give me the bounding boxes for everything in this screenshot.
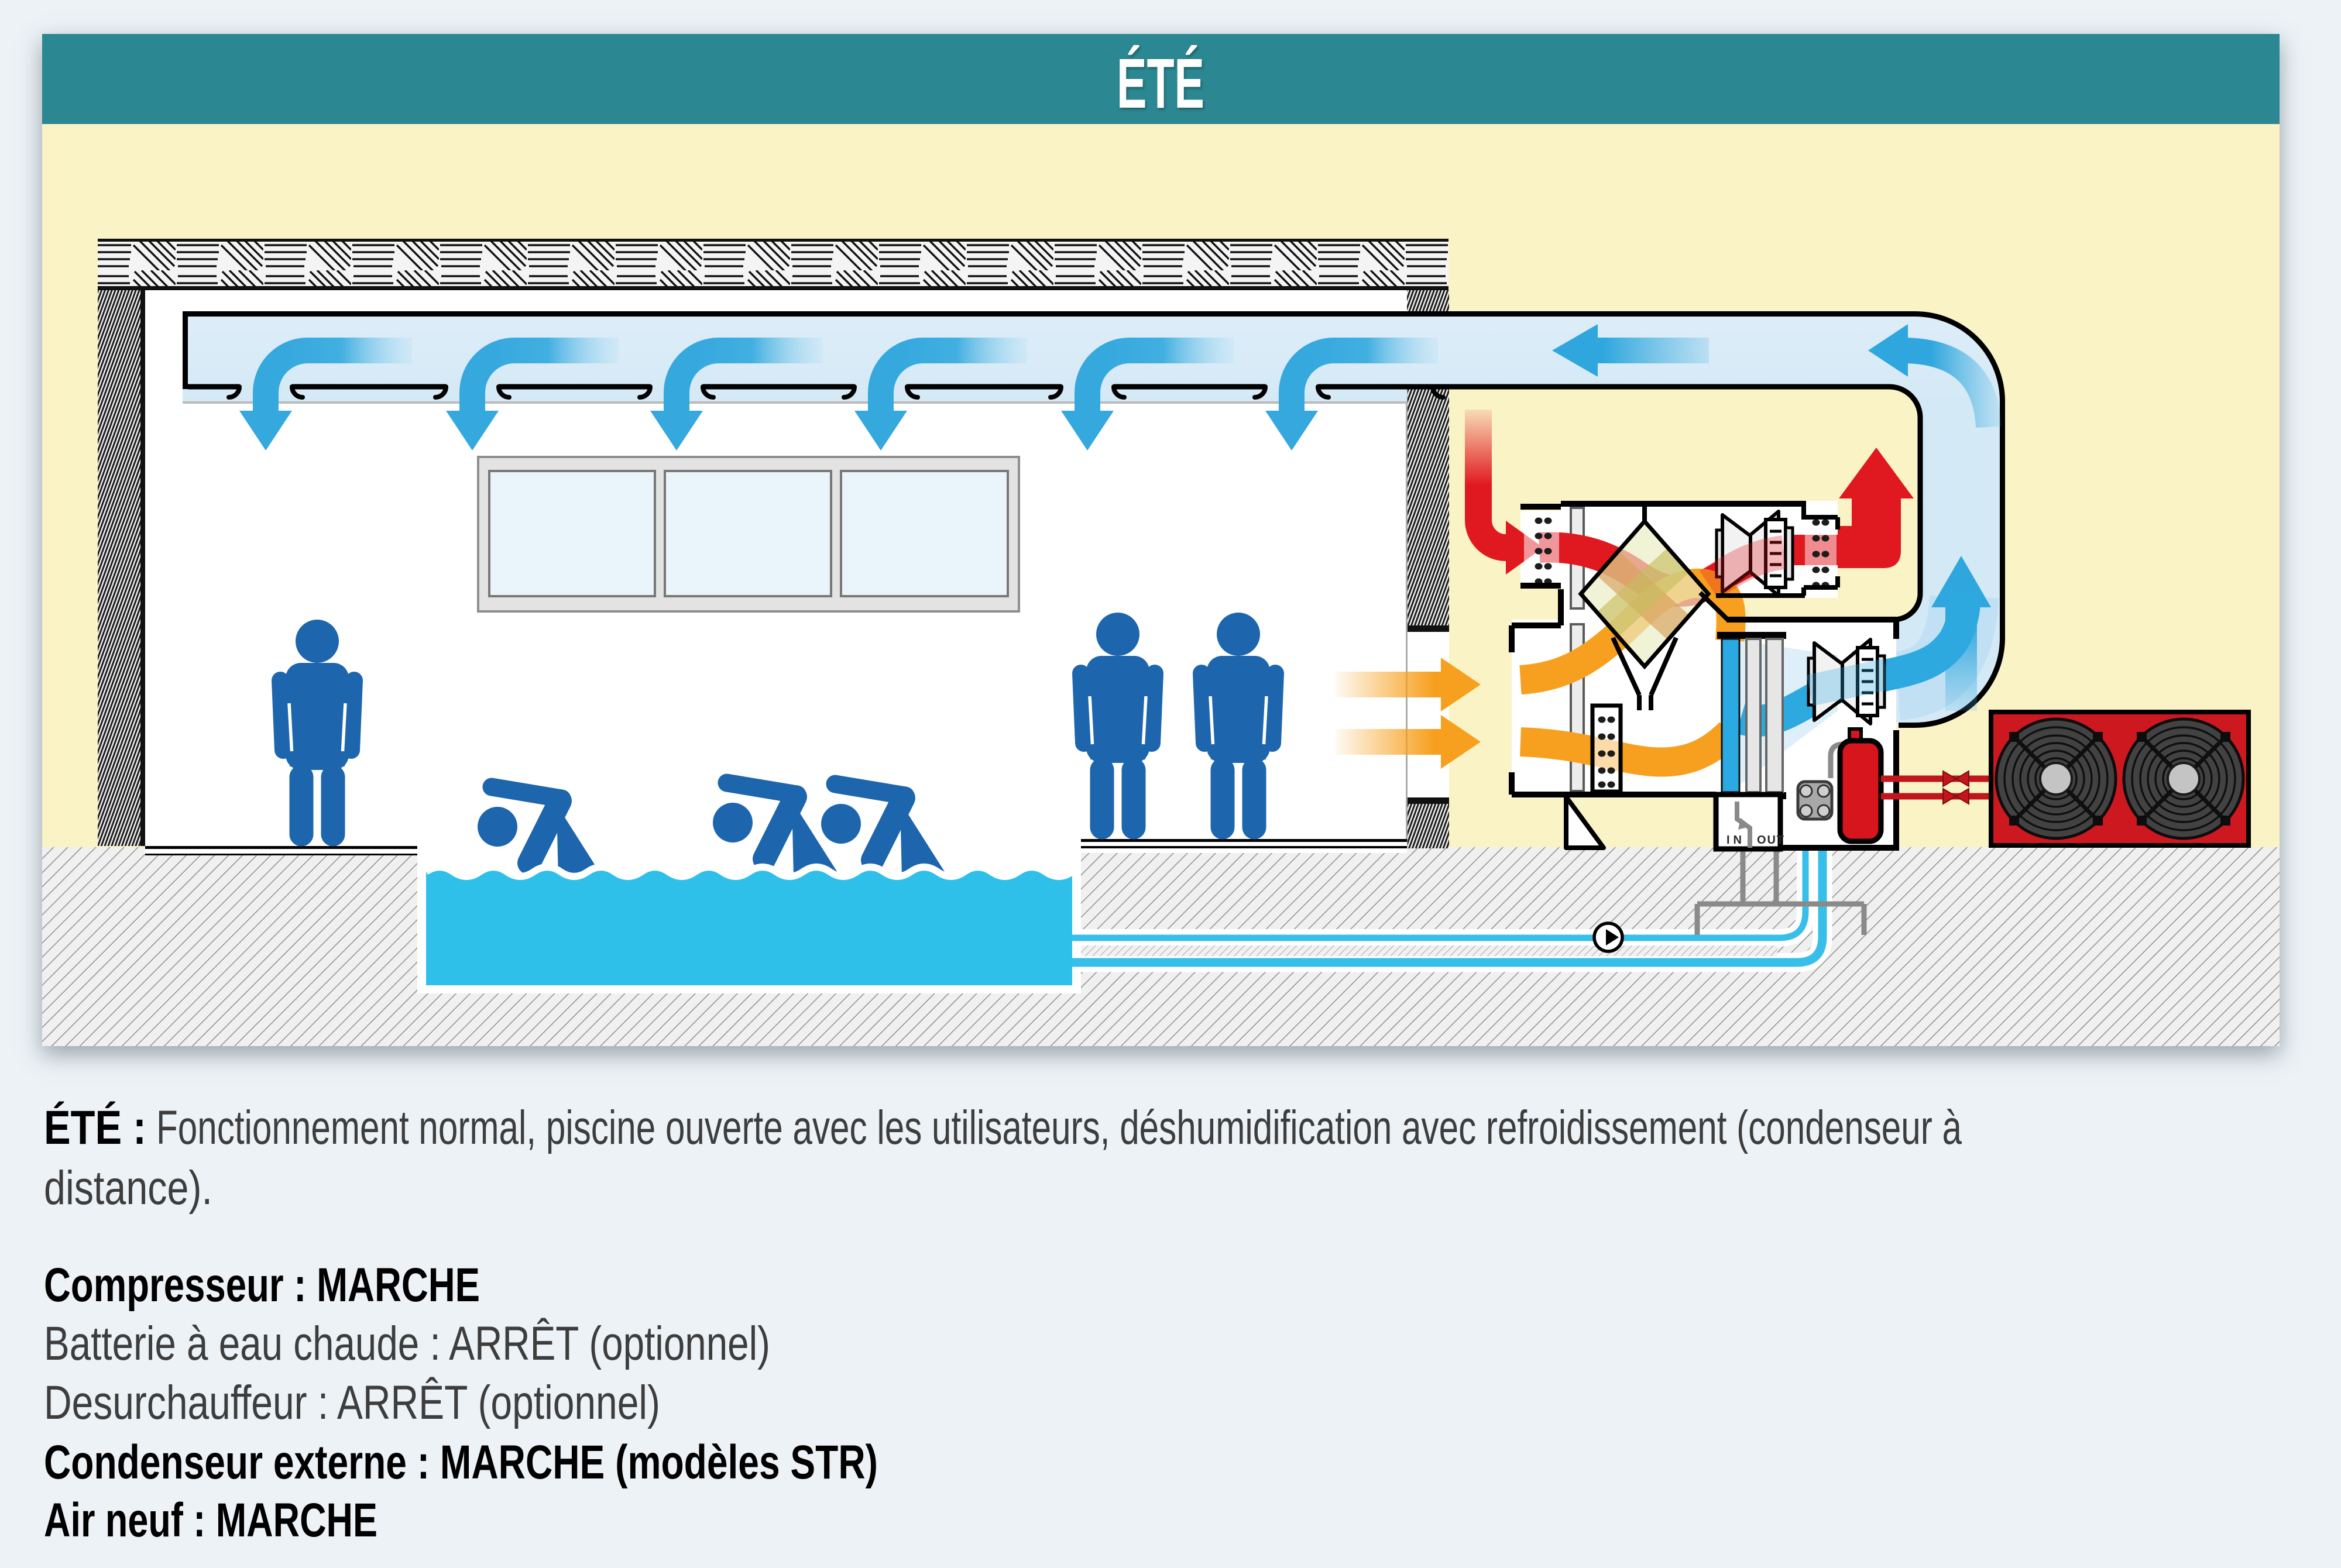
svg-text:ÉTÉ :: ÉTÉ : xyxy=(44,1101,146,1154)
svg-text:ÉTÉ: ÉTÉ xyxy=(1117,43,1204,123)
svg-text:Condenseur externe : MARCHE (m: Condenseur externe : MARCHE (modèles STR… xyxy=(44,1436,878,1489)
svg-text:Fonctionnement normal, piscine: Fonctionnement normal, piscine ouverte a… xyxy=(156,1101,1962,1154)
svg-text:IN: IN xyxy=(1726,834,1742,847)
svg-text:Batterie à eau chaude : ARRÊT: Batterie à eau chaude : ARRÊT (optionnel… xyxy=(44,1317,770,1370)
svg-text:OUT: OUT xyxy=(1757,834,1784,847)
svg-text:Compresseur : MARCHE: Compresseur : MARCHE xyxy=(44,1258,480,1312)
svg-text:Air neuf : MARCHE: Air neuf : MARCHE xyxy=(44,1494,377,1547)
svg-text:distance).: distance). xyxy=(44,1161,212,1215)
svg-text:Desurchauffeur : ARRÊT (option: Desurchauffeur : ARRÊT (optionnel) xyxy=(44,1376,660,1429)
